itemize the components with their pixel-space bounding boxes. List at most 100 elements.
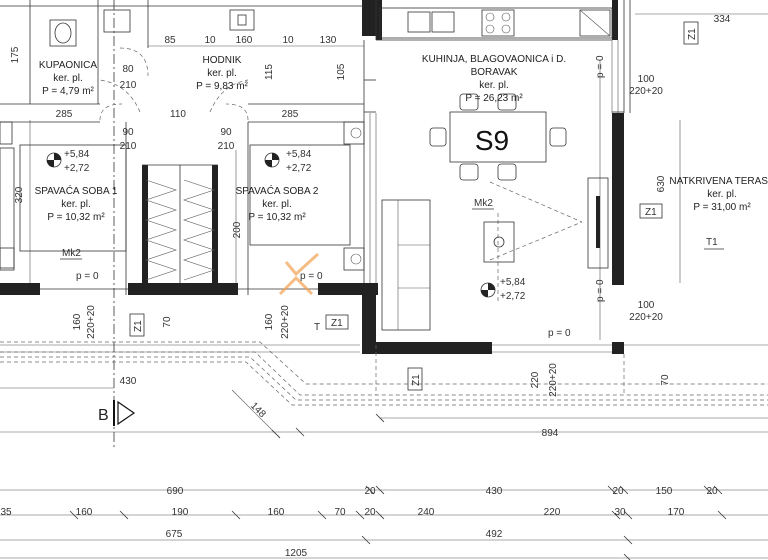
svg-text:220+20: 220+20 — [280, 305, 291, 339]
tag-mk2-bedroom: Mk2 — [62, 248, 81, 259]
svg-text:p = 0: p = 0 — [300, 271, 323, 282]
tag-t1-terrace: T1 — [706, 237, 718, 248]
svg-text:630: 630 — [656, 175, 667, 192]
svg-text:160: 160 — [72, 313, 83, 330]
svg-text:210: 210 — [120, 80, 137, 91]
svg-text:210: 210 — [218, 141, 235, 152]
svg-text:220: 220 — [530, 371, 541, 388]
watermark-logo — [278, 252, 320, 296]
svg-text:430: 430 — [486, 486, 503, 497]
svg-text:105: 105 — [336, 63, 347, 80]
svg-text:p = 0: p = 0 — [595, 55, 606, 78]
svg-text:+2,72: +2,72 — [286, 163, 312, 174]
svg-text:160: 160 — [264, 313, 275, 330]
svg-text:220+20: 220+20 — [86, 305, 97, 339]
svg-text:80: 80 — [122, 64, 134, 75]
kupaonica-name: KUPAONICA — [39, 60, 97, 71]
svg-text:+5,84: +5,84 — [64, 149, 90, 160]
svg-text:240: 240 — [418, 507, 435, 518]
walls — [0, 0, 624, 354]
hodnik-name: HODNIK — [203, 55, 242, 66]
dimension-labels: 85 160 10 10 130 334 175 115 105 285 110… — [0, 14, 730, 559]
svg-text:170: 170 — [668, 507, 685, 518]
svg-text:10: 10 — [204, 35, 216, 46]
svg-text:115: 115 — [264, 64, 275, 80]
furniture — [0, 7, 613, 331]
svg-text:210: 210 — [120, 141, 137, 152]
svg-text:160: 160 — [268, 507, 285, 518]
svg-text:220: 220 — [544, 507, 561, 518]
svg-text:+2,72: +2,72 — [64, 163, 90, 174]
svg-text:675: 675 — [166, 529, 183, 540]
svg-text:20: 20 — [364, 486, 376, 497]
svg-text:334: 334 — [714, 14, 731, 25]
svg-text:+5,84: +5,84 — [500, 277, 526, 288]
tag-z1-top: Z1 — [687, 28, 698, 40]
svg-text:690: 690 — [167, 486, 184, 497]
material-tags: Mk2 Mk2 Z1 T1 Z1 T Z1 Z1 Z1 — [60, 21, 724, 391]
svg-text:90: 90 — [122, 127, 134, 138]
svg-text:285: 285 — [282, 109, 299, 120]
tag-z1-entry: Z1 — [331, 318, 343, 329]
svg-text:B: B — [98, 407, 109, 424]
svg-text:90: 90 — [220, 127, 232, 138]
hodnik-floor: ker. pl. — [207, 68, 236, 79]
dimension-ticks — [69, 413, 727, 560]
svg-text:160: 160 — [76, 507, 93, 518]
svg-text:320: 320 — [14, 186, 25, 203]
svg-text:220+20: 220+20 — [629, 312, 663, 323]
svg-text:160: 160 — [236, 35, 253, 46]
terasa-floor: ker. pl. — [707, 189, 736, 200]
kupaonica-area: P = 4,79 m² — [42, 86, 94, 97]
wardrobe — [145, 179, 215, 281]
terasa-area: P = 31,00 m² — [693, 202, 751, 213]
svg-text:20: 20 — [706, 486, 718, 497]
level-mark-soba2: +5,84 +2,72 — [264, 149, 312, 174]
svg-text:p = 0: p = 0 — [595, 279, 606, 302]
svg-text:190: 190 — [172, 507, 189, 518]
tag-t-entry: T — [314, 322, 320, 333]
room-labels: KUPAONICA ker. pl. P = 4,79 m² HODNIK ke… — [35, 54, 768, 223]
svg-text:1205: 1205 — [285, 548, 308, 559]
svg-text:+2,72: +2,72 — [500, 291, 526, 302]
level-mark-living: +5,84 +2,72 — [480, 277, 526, 302]
svg-text:200: 200 — [232, 221, 243, 238]
svg-text:430: 430 — [120, 376, 137, 387]
svg-text:220+20: 220+20 — [548, 363, 559, 397]
svg-text:70: 70 — [660, 374, 671, 386]
kuhinja-area: P = 26,23 m² — [465, 93, 523, 104]
tag-z1-left: Z1 — [133, 320, 144, 332]
kuhinja-name-line2: BORAVAK — [471, 67, 518, 78]
svg-text:148: 148 — [248, 400, 268, 420]
svg-text:10: 10 — [282, 35, 294, 46]
level-mark-soba1: +5,84 +2,72 — [46, 149, 90, 174]
soba1-name: SPAVAĆA SOBA 1 — [35, 184, 118, 197]
svg-text:85: 85 — [164, 35, 176, 46]
tag-z1-terrace: Z1 — [645, 207, 657, 218]
dashed-outlines — [0, 0, 768, 450]
soba2-area: P = 10,32 m² — [248, 212, 306, 223]
hodnik-area: P = 9,83 m² — [196, 81, 248, 92]
svg-text:150: 150 — [656, 486, 673, 497]
svg-text:220+20: 220+20 — [629, 86, 663, 97]
soba1-area: P = 10,32 m² — [47, 212, 105, 223]
svg-text:110: 110 — [170, 109, 186, 120]
svg-text:894: 894 — [542, 428, 559, 439]
svg-text:130: 130 — [320, 35, 337, 46]
svg-text:100: 100 — [638, 300, 655, 311]
svg-text:35: 35 — [0, 507, 12, 518]
svg-text:492: 492 — [486, 529, 503, 540]
soba1-floor: ker. pl. — [61, 199, 90, 210]
kuhinja-name-line1: KUHINJA, BLAGOVAONICA i D. — [422, 54, 566, 65]
unit-label: S9 — [475, 125, 509, 156]
svg-text:70: 70 — [162, 316, 173, 328]
svg-text:20: 20 — [364, 507, 376, 518]
svg-text:+5,84: +5,84 — [286, 149, 312, 160]
terasa-name: NATKRIVENA TERASA — [669, 176, 768, 187]
dimension-lines — [0, 13, 768, 559]
svg-text:100: 100 — [638, 74, 655, 85]
svg-text:20: 20 — [612, 486, 624, 497]
kupaonica-floor: ker. pl. — [53, 73, 82, 84]
kuhinja-floor: ker. pl. — [479, 80, 508, 91]
